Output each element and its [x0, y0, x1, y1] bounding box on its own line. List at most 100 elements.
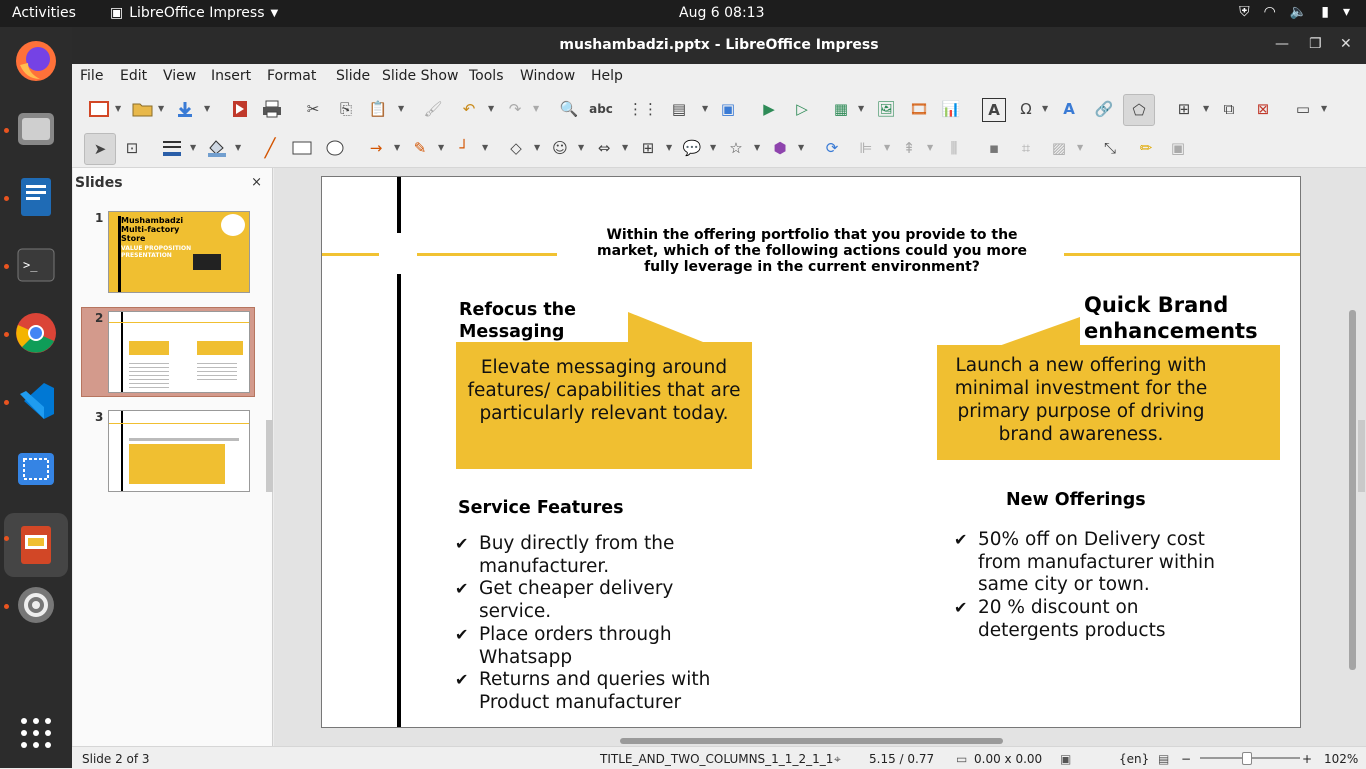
flowchart-icon[interactable]: ⊞: [641, 139, 655, 157]
line-tool-icon[interactable]: ╱: [264, 137, 276, 159]
keyring-icon[interactable]: ⛨: [1239, 4, 1250, 20]
chrome-icon[interactable]: [12, 309, 60, 357]
zoom-out-icon[interactable]: −: [1181, 752, 1192, 766]
zoom-pan-icon[interactable]: ⊡: [125, 139, 139, 157]
wifi-icon[interactable]: ◠: [1263, 4, 1276, 20]
grid-icon[interactable]: ⋮⋮: [628, 100, 658, 118]
cut-icon[interactable]: ✂: [306, 100, 320, 118]
system-tray[interactable]: ⛨ ◠ 🔈 ▮ ▾: [1239, 4, 1350, 20]
ellipse-icon[interactable]: [324, 137, 346, 159]
impress-icon[interactable]: [4, 513, 68, 577]
pane-collapse-handle[interactable]: [266, 420, 273, 492]
chevron-down-icon[interactable]: ▼: [488, 104, 495, 113]
show-draw-functions-icon[interactable]: ⬠: [1123, 94, 1155, 126]
zoom-in-icon[interactable]: +: [1302, 752, 1313, 766]
redo-icon[interactable]: ↷: [508, 100, 522, 118]
align-objects-icon[interactable]: ⊫: [859, 139, 873, 157]
activities-button[interactable]: Activities: [12, 5, 76, 21]
files-icon[interactable]: [12, 105, 60, 153]
chevron-down-icon[interactable]: ▼: [754, 143, 761, 152]
chevron-down-icon[interactable]: ▼: [1042, 104, 1049, 113]
export-pdf-icon[interactable]: [229, 98, 251, 120]
left-box-text[interactable]: Elevate messaging around features/ capab…: [467, 357, 741, 424]
menu-help[interactable]: Help: [591, 68, 623, 84]
find-replace-icon[interactable]: 🔍: [559, 100, 579, 118]
open-icon[interactable]: [132, 98, 154, 120]
right-box-text[interactable]: Launch a new offering with minimal inves…: [954, 355, 1208, 445]
service-features-title[interactable]: Service Features: [458, 498, 624, 518]
shadow-icon[interactable]: ▪: [988, 139, 1000, 157]
chevron-down-icon[interactable]: ▼: [235, 143, 242, 152]
app-menu[interactable]: ▣ LibreOffice Impress ▼: [110, 5, 278, 21]
line-color-icon[interactable]: [161, 137, 183, 159]
print-icon[interactable]: [261, 98, 283, 120]
delete-slide-icon[interactable]: ⊠: [1256, 100, 1270, 118]
chevron-down-icon[interactable]: ▼: [798, 143, 805, 152]
rectangle-icon[interactable]: [291, 137, 313, 159]
chevron-down-icon[interactable]: ▼: [1203, 104, 1210, 113]
writer-icon[interactable]: [12, 173, 60, 221]
chart-icon[interactable]: 📊: [941, 100, 961, 118]
toggle-extrusion-icon[interactable]: ▣: [1170, 139, 1186, 157]
show-apps-icon[interactable]: [12, 709, 60, 757]
chevron-down-icon[interactable]: ▼: [710, 143, 717, 152]
chevron-down-icon[interactable]: ▼: [622, 143, 629, 152]
layout-name[interactable]: TITLE_AND_TWO_COLUMNS_1_1_2_1_1: [600, 752, 834, 766]
menu-view[interactable]: View: [163, 68, 197, 84]
slide-layout-icon[interactable]: ▭: [1295, 100, 1311, 118]
new-slide-button-icon[interactable]: ⊞: [1177, 100, 1191, 118]
chevron-down-icon[interactable]: ▼: [1321, 104, 1328, 113]
rotate-icon[interactable]: ⟳: [825, 139, 839, 157]
language[interactable]: {en}: [1119, 752, 1150, 766]
textbox-icon[interactable]: A: [982, 98, 1006, 122]
chevron-down-icon[interactable]: ▼: [534, 143, 541, 152]
slide-thumbnail-3[interactable]: [108, 410, 250, 492]
chevron-down-icon[interactable]: ▼: [398, 104, 405, 113]
sidebar-collapse-handle[interactable]: [1358, 420, 1365, 492]
chevron-down-icon[interactable]: ▼: [438, 143, 445, 152]
document-modified-icon[interactable]: ▣: [1060, 752, 1072, 766]
chevron-down-icon[interactable]: ▼: [702, 104, 709, 113]
close-icon[interactable]: ✕: [1340, 36, 1352, 52]
filter-icon[interactable]: ▨: [1051, 139, 1067, 157]
battery-icon[interactable]: ▮: [1321, 4, 1329, 20]
callout-shapes-icon[interactable]: 💬: [682, 139, 702, 157]
arrange-icon[interactable]: ⇞: [902, 139, 916, 157]
hyperlink-icon[interactable]: 🔗: [1094, 100, 1114, 118]
connector-icon[interactable]: ┘: [459, 139, 469, 157]
zoom-level[interactable]: 102%: [1324, 752, 1359, 766]
stars-icon[interactable]: ☆: [729, 139, 743, 157]
chevron-down-icon[interactable]: ▼: [858, 104, 865, 113]
crop-icon[interactable]: ⌗: [1021, 139, 1031, 157]
undo-icon[interactable]: ↶: [462, 100, 476, 118]
display-views-icon[interactable]: ▤: [671, 100, 687, 118]
firefox-icon[interactable]: [12, 37, 60, 85]
service-features-list[interactable]: ✔Buy directly from the manufacturer. ✔Ge…: [455, 533, 735, 715]
line-arrow-icon[interactable]: →: [369, 139, 383, 157]
paste-icon[interactable]: 📋: [368, 100, 388, 118]
left-callout-title[interactable]: Refocus the Messaging: [459, 300, 577, 342]
menu-slide[interactable]: Slide: [336, 68, 371, 84]
clone-formatting-icon[interactable]: 🖌: [423, 100, 443, 118]
terminal-icon[interactable]: >_: [12, 241, 60, 289]
clock[interactable]: Aug 6 08:13: [679, 5, 765, 21]
duplicate-slide-icon[interactable]: ⧉: [1223, 100, 1235, 118]
vscode-icon[interactable]: [12, 377, 60, 425]
digital-signature-icon[interactable]: ▤: [1158, 752, 1170, 766]
special-character-icon[interactable]: Ω: [1020, 100, 1032, 118]
points-icon[interactable]: ⤡: [1103, 139, 1116, 157]
chevron-down-icon[interactable]: ▼: [1077, 143, 1084, 152]
power-menu-icon[interactable]: ▾: [1342, 4, 1350, 20]
chevron-down-icon[interactable]: ▼: [158, 104, 165, 113]
left-callout-box[interactable]: [456, 342, 752, 469]
new-offerings-title[interactable]: New Offerings: [1006, 490, 1146, 510]
chevron-down-icon[interactable]: ▼: [190, 143, 197, 152]
menu-format[interactable]: Format: [267, 68, 317, 84]
chevron-down-icon[interactable]: ▼: [394, 143, 401, 152]
chevron-down-icon[interactable]: ▼: [533, 104, 540, 113]
menu-edit[interactable]: Edit: [120, 68, 148, 84]
select-icon[interactable]: ➤: [84, 133, 116, 165]
right-callout-title[interactable]: Quick Brand enhancements: [1084, 293, 1258, 343]
start-first-slide-icon[interactable]: ▶: [763, 100, 775, 118]
slide-heading[interactable]: Within the offering portfolio that you p…: [596, 227, 1028, 275]
